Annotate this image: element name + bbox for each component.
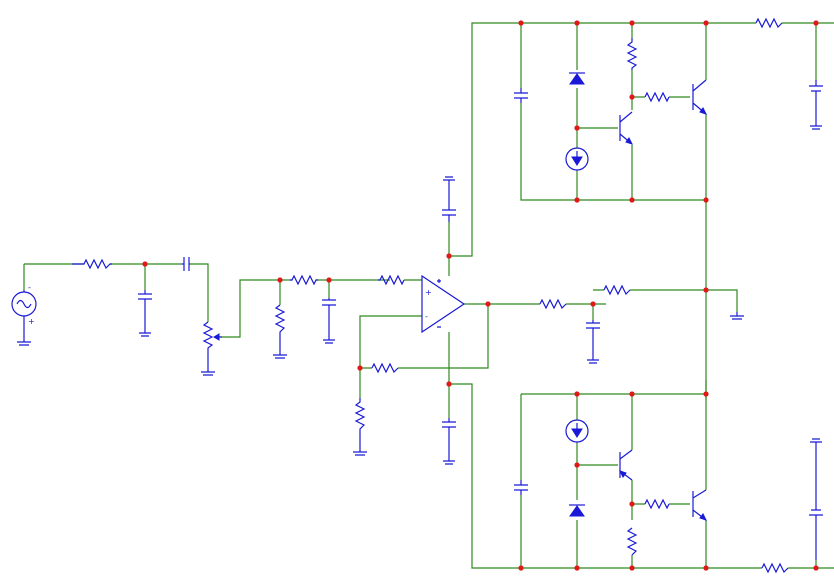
ground-r4 [273, 354, 287, 359]
capacitor-bottom-decoupling [442, 418, 456, 465]
resistor-bottom-rail [761, 562, 789, 574]
source-minus-label: - [28, 283, 31, 292]
resistor-top-base [644, 91, 670, 103]
resistor-top-rail [755, 17, 783, 29]
opamp: + - [421, 274, 466, 334]
ground-source [17, 330, 31, 346]
capacitors [138, 80, 823, 560]
top-stage [565, 72, 707, 171]
capacitor-output [586, 320, 600, 364]
bottom-stage [565, 419, 707, 521]
ground-inverting [353, 451, 367, 456]
resistor-r4 [274, 304, 286, 355]
resistor-bottom-emitter [626, 527, 638, 556]
capacitor-bottom-stage [514, 480, 528, 495]
wires [23, 22, 834, 569]
resistor-r1 [72, 258, 112, 270]
grounds [17, 312, 744, 456]
current-source-top [565, 147, 589, 171]
resistors [72, 17, 789, 574]
capacitor-top-stage [514, 88, 528, 103]
resistor-feedback [371, 362, 399, 374]
resistor-inverting [354, 398, 366, 452]
current-source-bottom [565, 419, 589, 443]
ac-source: - + [11, 283, 37, 330]
zener-top [569, 73, 585, 85]
potentiometer [202, 321, 222, 372]
transistor-q2 [692, 79, 707, 115]
resistor-r2 [290, 274, 318, 286]
capacitor-right-top [809, 80, 823, 130]
capacitor-c2 [322, 298, 336, 344]
resistor-output-2 [603, 284, 631, 296]
opamp-minus-label: - [425, 312, 428, 321]
ground-pot [201, 371, 215, 376]
opamp-plus-label: + [425, 288, 432, 297]
source-plus-label: + [28, 317, 35, 326]
ground-output [730, 312, 744, 320]
zener-bottom [569, 505, 585, 517]
capacitor-series [182, 257, 190, 271]
resistor-top-collector [626, 38, 638, 70]
transistor-q1 [619, 111, 633, 145]
resistor-r3 [378, 274, 405, 286]
resistor-bottom-base [644, 498, 670, 510]
capacitor-c1 [138, 290, 152, 337]
capacitor-top-decoupling [442, 176, 456, 222]
resistor-output [539, 298, 567, 310]
capacitor-right-bottom [809, 438, 823, 560]
junctions [142, 20, 819, 571]
